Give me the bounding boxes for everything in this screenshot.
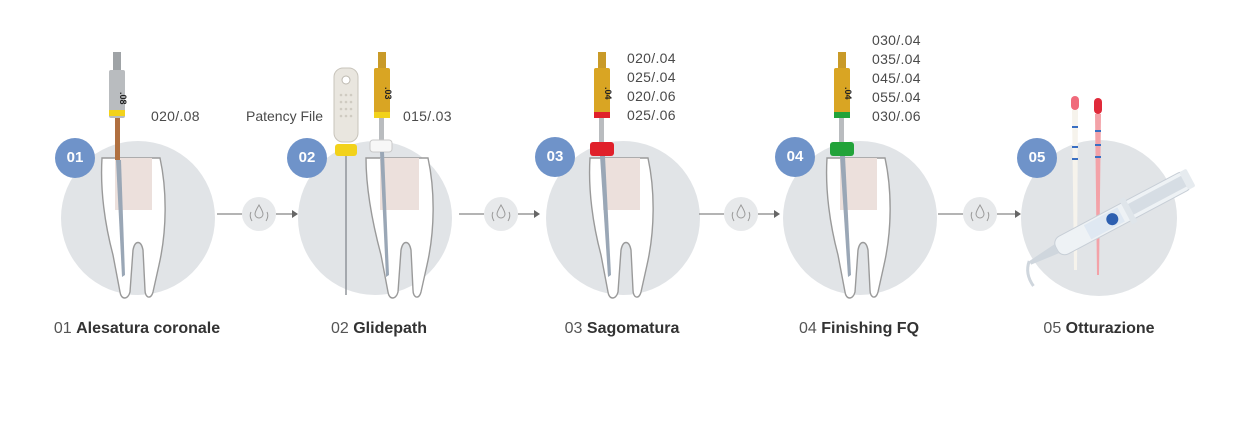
step-1-size: 020/.08: [151, 108, 200, 124]
svg-text:.03: .03: [383, 87, 393, 100]
step-2-caption: 02 Glidepath: [331, 320, 427, 338]
step-5-badge: 05: [1017, 138, 1057, 178]
svg-text:.04: .04: [843, 87, 853, 100]
step-2-badge: 02: [287, 138, 327, 178]
step-5-title: Otturazione: [1065, 320, 1155, 337]
step-1-sizes: 020/.08: [151, 107, 200, 126]
step-2-title: Glidepath: [353, 320, 428, 337]
connector-1: [217, 197, 298, 231]
irrigation-icon: [484, 197, 518, 231]
step-1-number: 01: [53, 320, 72, 337]
step-3-title: Sagomatura: [586, 320, 680, 337]
step-2-sizes: 015/.03: [403, 107, 452, 126]
step-1-caption: 01 Alesatura coronale: [54, 320, 220, 338]
irrigation-icon: [963, 197, 997, 231]
step-3-size: 020/.04: [627, 50, 676, 66]
step-1-badge: 01: [55, 138, 95, 178]
connector-3: [699, 197, 780, 231]
step-4-title: Finishing FQ: [821, 320, 920, 337]
svg-text:.04: .04: [603, 87, 613, 100]
step-4-size: 055/.04: [872, 89, 921, 105]
irrigation-icon: [242, 197, 276, 231]
step-4-size: 035/.04: [872, 51, 921, 67]
step-4-caption: 04 Finishing FQ: [799, 320, 919, 338]
connector-2: [459, 197, 540, 231]
step-5-number: 05: [1043, 320, 1062, 337]
sealer-syringe: [1026, 169, 1195, 287]
step-1-title: Alesatura coronale: [76, 320, 221, 337]
step-2-illustration: .03: [298, 52, 452, 299]
svg-text:.08: .08: [118, 92, 128, 105]
step-3-sizes: 020/.04 025/.04 020/.06 025/.06: [627, 49, 676, 125]
step-2-number: 02: [330, 320, 349, 337]
patency-file-label: Patency File: [246, 108, 324, 124]
irrigation-icon: [724, 197, 758, 231]
step-4-size: 030/.06: [872, 108, 921, 124]
step-4-size: 045/.04: [872, 70, 921, 86]
step-4-sizes: 030/.04 035/.04 045/.04 055/.04 030/.06: [872, 31, 921, 126]
step-4-number: 04: [798, 320, 817, 337]
step-3-size: 020/.06: [627, 88, 676, 104]
step-2-size: 015/.03: [403, 108, 452, 124]
step-3-badge: 03: [535, 137, 575, 177]
step-3-illustration: .04: [546, 52, 700, 299]
step-3-number: 03: [564, 320, 583, 337]
step-3-size: 025/.04: [627, 69, 676, 85]
step-5-caption: 05 Otturazione: [1043, 320, 1154, 338]
step-4-size: 030/.04: [872, 32, 921, 48]
step-4-illustration: .04: [783, 52, 937, 299]
step-4-badge: 04: [775, 137, 815, 177]
step-1-illustration: .08: [61, 52, 215, 299]
step-5-illustration: [1021, 96, 1195, 296]
step-3-caption: 03 Sagomatura: [565, 320, 680, 338]
connector-4: [938, 197, 1021, 231]
step-3-size: 025/.06: [627, 107, 676, 123]
